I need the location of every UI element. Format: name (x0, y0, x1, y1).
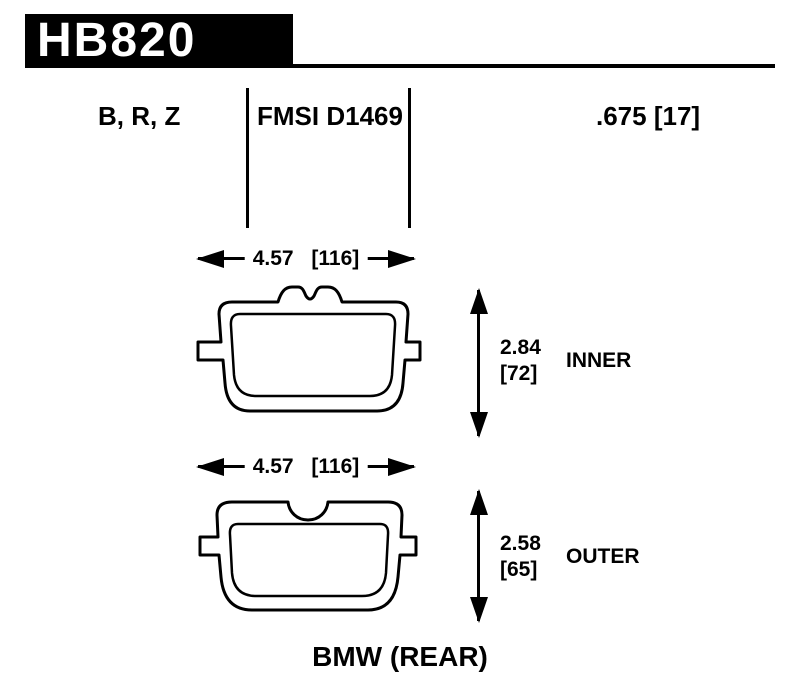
compound-codes-label: B, R, Z (98, 101, 181, 131)
part-number-text: HB820 (37, 14, 197, 67)
arrow-up-icon (470, 288, 488, 314)
arrow-right-icon (388, 250, 416, 268)
inner-position-label: INNER (566, 349, 632, 372)
outer-position-label: OUTER (566, 545, 640, 568)
column-rule-right (408, 88, 411, 228)
outer-pad-friction-outline (228, 522, 390, 598)
inner-width-value: 4.57 [116] (244, 246, 368, 272)
inner-height-inches: 2.84 (500, 336, 541, 359)
arrow-left-icon (196, 250, 224, 268)
application-label: BMW (REAR) (312, 641, 488, 672)
dimension-line (477, 290, 480, 436)
outer-height-dimension (469, 489, 489, 623)
arrow-down-icon (470, 412, 488, 438)
dimension-line (477, 491, 480, 621)
arrow-right-icon (388, 458, 416, 476)
inner-height-dimension (469, 288, 489, 438)
arrow-up-icon (470, 489, 488, 515)
outer-pad-drawing (198, 500, 418, 612)
column-rule-left (246, 88, 249, 228)
outer-width-dimension: 4.57 [116] (196, 454, 416, 480)
inner-width-dimension: 4.57 [116] (196, 246, 416, 272)
inner-pad-outline (196, 285, 422, 413)
arrow-left-icon (196, 458, 224, 476)
inner-height-mm: [72] (500, 362, 538, 385)
fmsi-code-label: FMSI D1469 (257, 101, 403, 131)
outer-height-mm: [65] (500, 558, 538, 581)
outer-width-value: 4.57 [116] (244, 454, 368, 480)
inner-pad-drawing (196, 285, 422, 413)
outer-height-inches: 2.58 (500, 532, 541, 555)
outer-pad-outline (198, 500, 418, 612)
inner-pad-friction-outline (229, 312, 397, 398)
arrow-down-icon (470, 597, 488, 623)
thickness-label: .675 [17] (596, 101, 701, 131)
part-number-plate: HB820 (25, 14, 293, 68)
header-rule (25, 64, 775, 68)
